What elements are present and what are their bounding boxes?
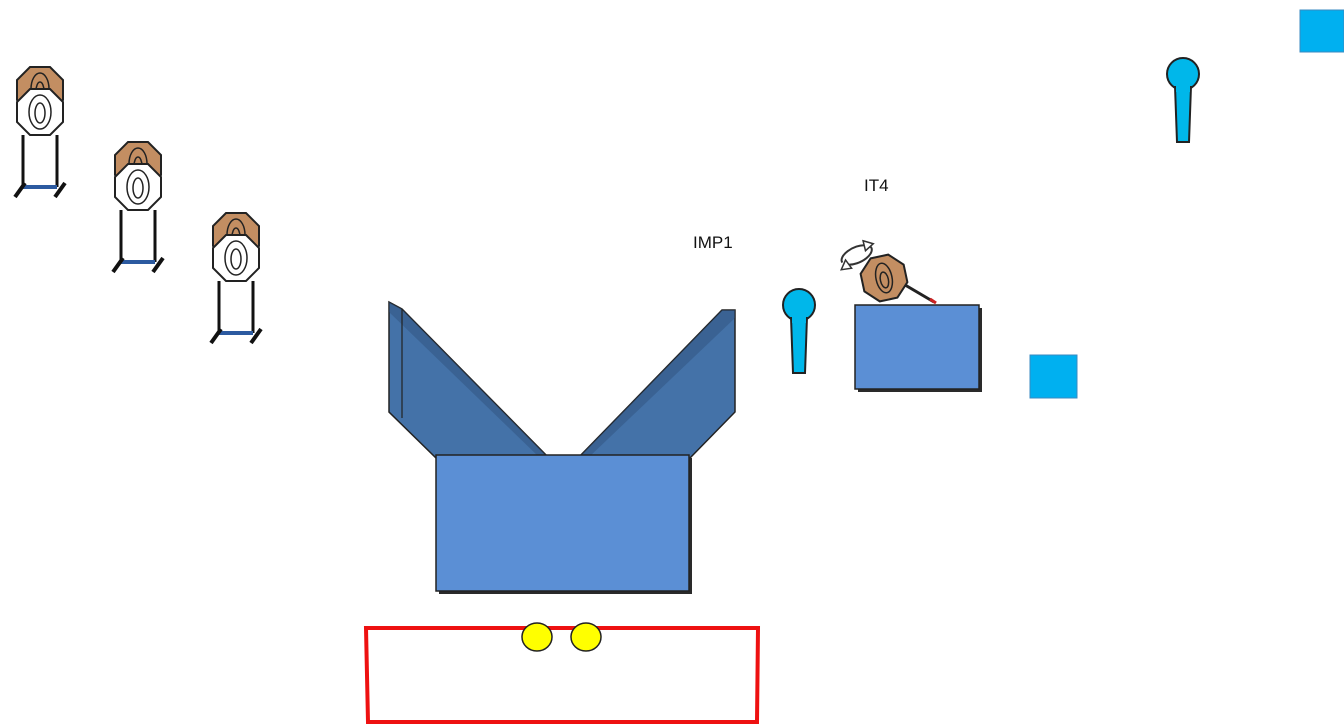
label-imp1: IMP1 (693, 233, 733, 252)
paper-target-icon (209, 211, 263, 345)
marker-square-top-right (1299, 9, 1344, 53)
it4-target-assembly (840, 239, 982, 392)
rotating-target-icon (859, 253, 909, 303)
v-wall-barricade (388, 300, 736, 594)
paper-target-icon (13, 65, 67, 199)
label-it4: IT4 (864, 176, 889, 195)
central-barricade (435, 454, 690, 592)
start-position-icon (521, 622, 553, 652)
popper-imp1 (782, 288, 816, 374)
rotation-arrow-icon (840, 239, 875, 271)
popper-top-right (1166, 57, 1200, 143)
shooting-box (363, 622, 761, 724)
start-position-icon (570, 622, 602, 652)
paper-target-3 (209, 211, 263, 345)
marker-square-right (1029, 354, 1078, 399)
paper-target-2 (111, 140, 165, 274)
popper-icon (1166, 57, 1200, 143)
popper-icon (782, 288, 816, 374)
paper-target-icon (111, 140, 165, 274)
paper-target-1 (13, 65, 67, 199)
